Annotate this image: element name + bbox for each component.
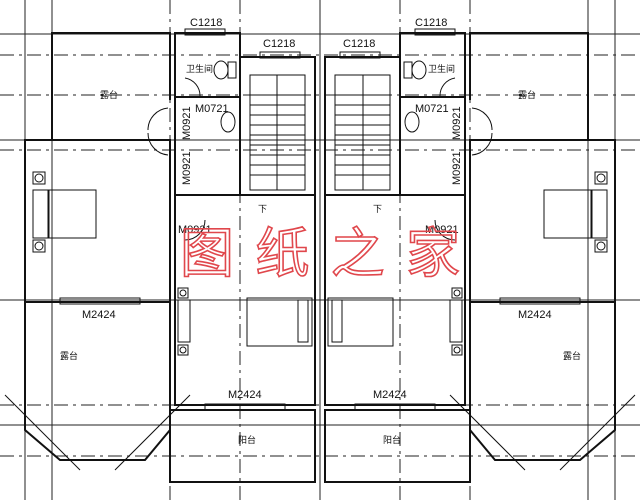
door-label: M0721	[415, 103, 449, 115]
room-label-balcony: 阳台	[383, 434, 401, 446]
door-label: M2424	[82, 309, 116, 321]
room-label-terrace: 露台	[563, 350, 581, 362]
door-label: M2424	[228, 389, 262, 401]
door-label: M0921	[451, 106, 463, 140]
door-label: M2424	[373, 389, 407, 401]
room-label-bathroom: 卫生间	[428, 63, 455, 75]
window-label: C1218	[343, 38, 375, 50]
stair-direction: 下	[258, 205, 267, 215]
window-label: C1218	[263, 38, 295, 50]
room-label-terrace: 露台	[60, 350, 78, 362]
room-label-balcony: 阳台	[238, 434, 256, 446]
window-label: C1218	[415, 17, 447, 29]
room-label-terrace: 露台	[100, 89, 118, 101]
door-label: M0921	[451, 151, 463, 185]
window-label: C1218	[190, 17, 222, 29]
door-label: M2424	[518, 309, 552, 321]
room-label-bathroom: 卫生间	[186, 63, 213, 75]
stair-direction: 下	[373, 205, 382, 215]
room-label-terrace: 露台	[518, 89, 536, 101]
door-label: M0921	[181, 106, 193, 140]
door-label: M0921	[181, 151, 193, 185]
door-label: M0721	[195, 103, 229, 115]
door-label: M0921	[425, 224, 459, 236]
door-label: M0921	[178, 224, 212, 236]
